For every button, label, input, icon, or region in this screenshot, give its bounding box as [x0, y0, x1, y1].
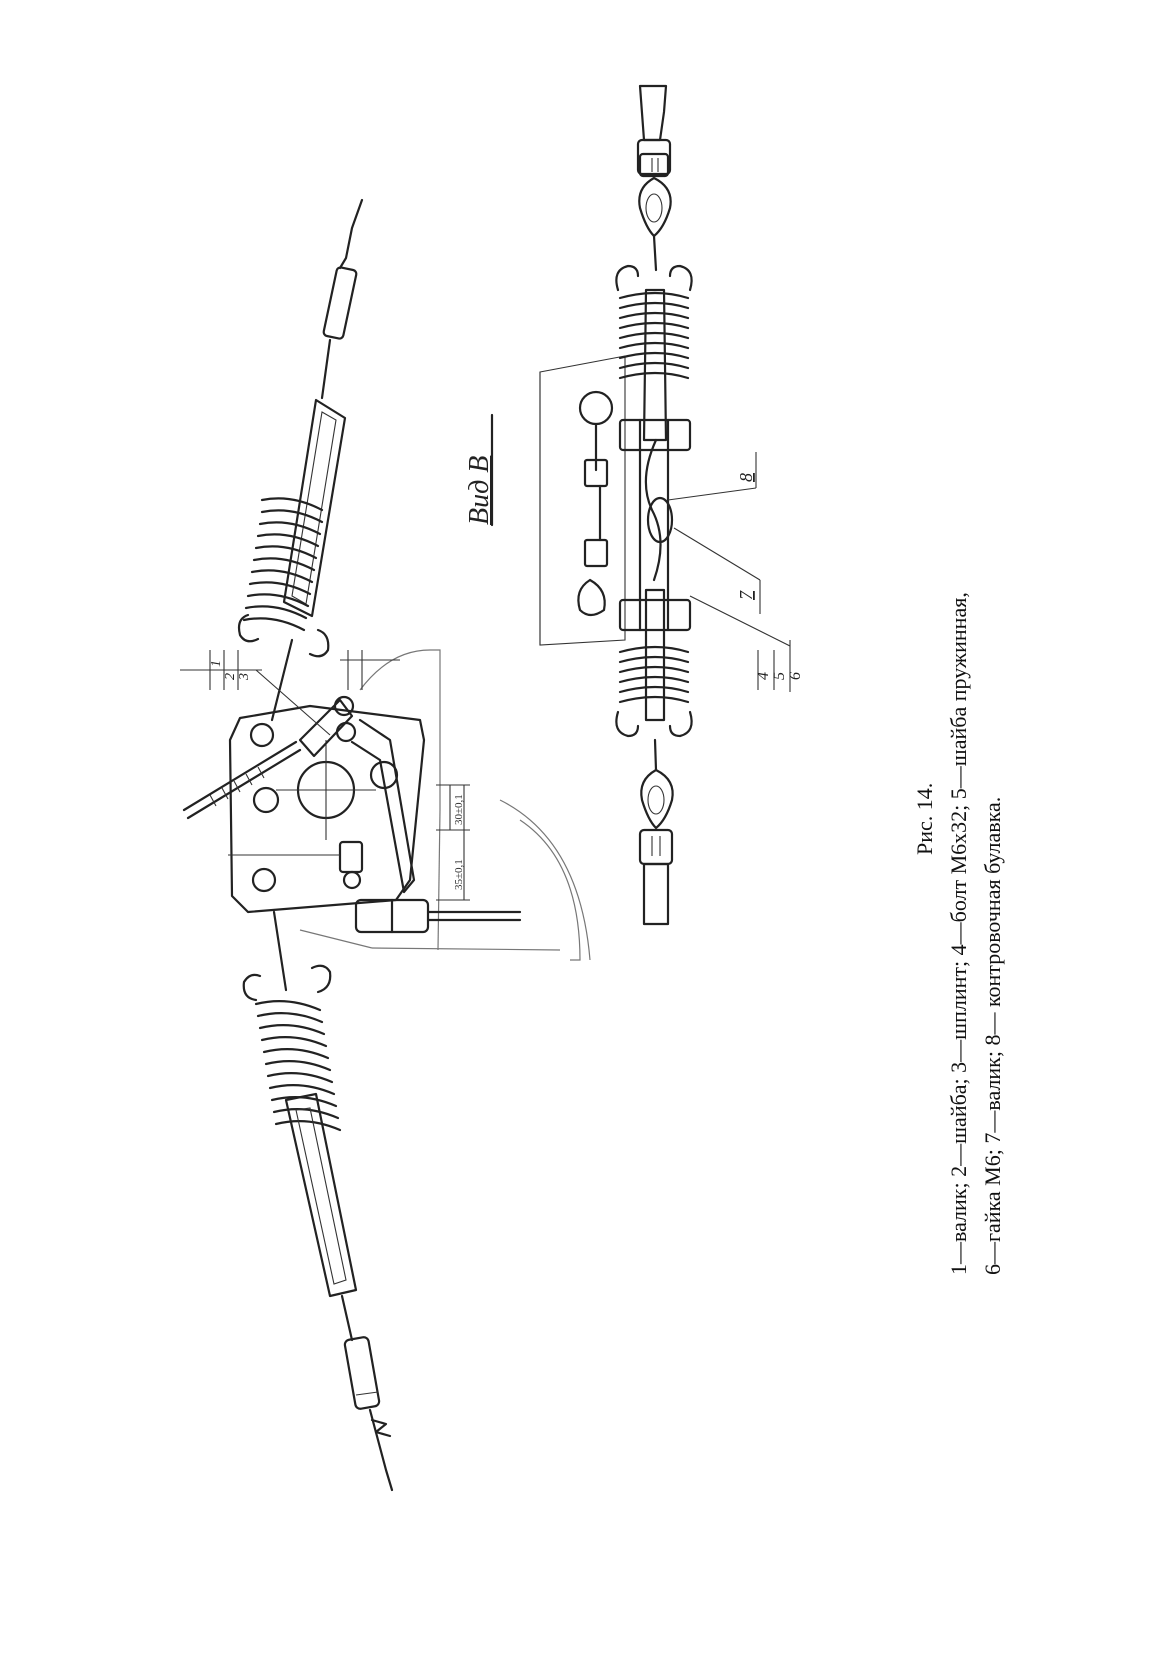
view-b-callout-5: 5: [771, 672, 788, 680]
view-b-spring-bottom: [615, 588, 693, 738]
cable-end-bottom: [340, 1294, 394, 1492]
view-b: Вид В: [464, 84, 804, 926]
figure-number: Рис. 14.: [912, 783, 937, 855]
figure-legend-line-1: 1—валик; 2—шайба; 3—шплинт; 4—болт М6х32…: [946, 592, 971, 1275]
main-assembly: 35±0,1 30±0,1 1 2 3: [180, 198, 591, 1492]
callout-number-2: 2: [223, 673, 238, 680]
callout-1-2-3: 1 2 3: [180, 650, 331, 736]
callout-number-3: 3: [237, 673, 252, 681]
view-b-cable-top: [636, 84, 672, 272]
figure-legend-line-2: 6—гайка М6; 7—валик; 8— контровочная бул…: [980, 797, 1005, 1275]
upper-spring-assembly: [237, 398, 347, 658]
lower-spring-assembly: [242, 964, 358, 1298]
dimensions: 35±0,1 30±0,1: [340, 650, 470, 901]
view-b-callout-6: 6: [787, 672, 804, 680]
callout-number-1: 1: [209, 660, 224, 667]
view-b-callout-4: 4: [755, 672, 772, 680]
background-bracket: [299, 649, 591, 961]
dimension-30: 30±0,1: [453, 794, 465, 825]
figure-caption: Рис. 14. 1—валик; 2—шайба; 3—шплинт; 4—б…: [912, 592, 1005, 1275]
view-b-title: Вид В: [464, 456, 495, 525]
dimension-35: 35±0,1: [453, 859, 465, 890]
sleeve-connector: [354, 898, 522, 934]
mounting-plate: [182, 695, 426, 914]
view-b-cable-bottom: [638, 738, 674, 926]
view-b-spring-top: [615, 264, 693, 442]
view-b-mechanism: [577, 390, 692, 632]
view-b-callout-7: 7: [736, 590, 756, 600]
cable-end-top: [320, 198, 364, 400]
view-b-callout-8: 8: [736, 473, 756, 482]
